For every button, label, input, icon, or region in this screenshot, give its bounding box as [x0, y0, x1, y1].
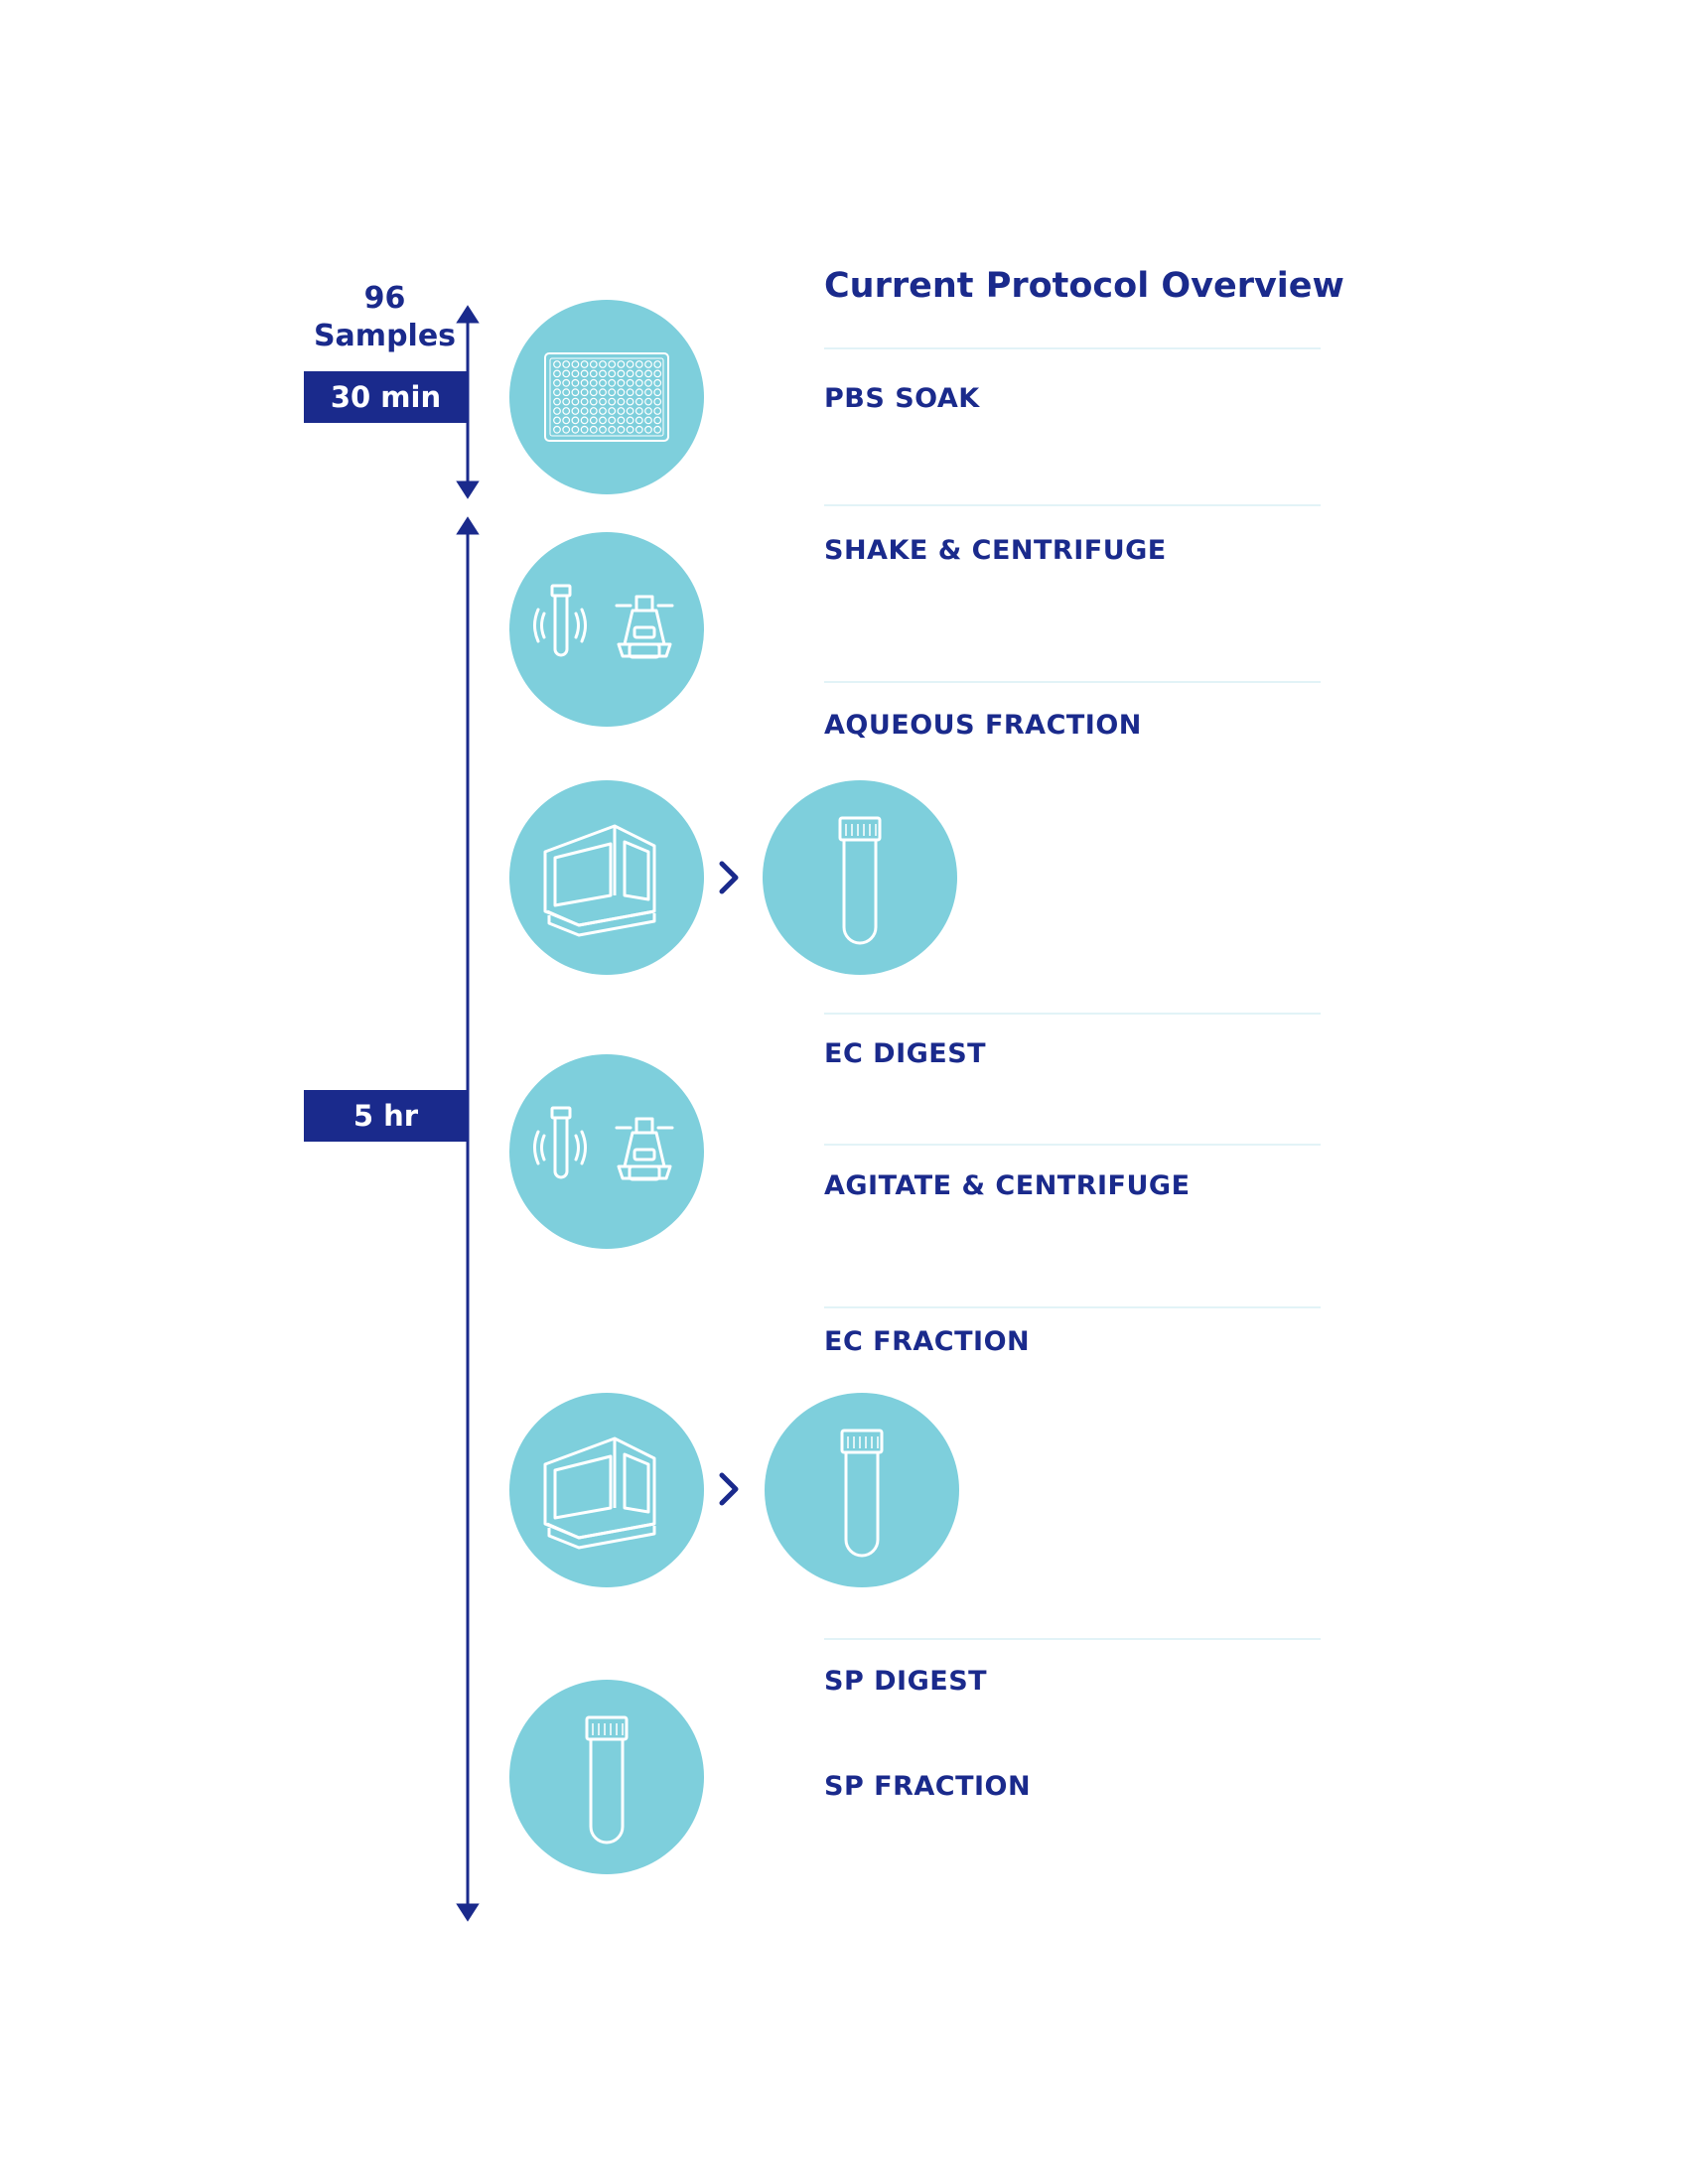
page-title: Current Protocol Overview: [824, 266, 1344, 306]
step-label-pbs-soak: PBS SOAK: [824, 383, 980, 414]
divider: [824, 347, 1321, 349]
step-label-ec-fraction: EC FRACTION: [824, 1326, 1031, 1357]
shaker-centrifuge-icon: [509, 1054, 704, 1249]
divider: [824, 504, 1321, 506]
divider: [824, 1013, 1321, 1015]
step-label-ec-digest: EC DIGEST: [824, 1038, 987, 1069]
divider: [824, 1306, 1321, 1308]
divider: [824, 1638, 1321, 1640]
divider: [824, 1144, 1321, 1146]
step-label-sp-digest: SP DIGEST: [824, 1666, 988, 1697]
tube-icon: [763, 780, 957, 975]
tube-icon: [509, 1680, 704, 1874]
instrument-icon: [509, 1393, 704, 1587]
tube-icon: [765, 1393, 959, 1587]
step-label-agitate-centrifuge: AGITATE & CENTRIFUGE: [824, 1170, 1191, 1201]
step-label-aqueous-fraction: AQUEOUS FRACTION: [824, 710, 1142, 741]
instrument-icon: [509, 780, 704, 975]
step-label-shake-centrifuge: SHAKE & CENTRIFUGE: [824, 535, 1167, 566]
divider: [824, 681, 1321, 683]
chevron-right-icon: [719, 1472, 739, 1506]
sample-count-label: 96 Samples: [298, 280, 472, 355]
duration-badge-5hr: 5 hr: [304, 1090, 468, 1142]
duration-badge-30min: 30 min: [304, 371, 468, 423]
sample-count: 96: [363, 281, 406, 316]
sample-label: Samples: [313, 319, 457, 353]
plate-icon: [509, 300, 704, 494]
chevron-right-icon: [719, 861, 739, 894]
step-label-sp-fraction: SP FRACTION: [824, 1771, 1032, 1802]
shaker-centrifuge-icon: [509, 532, 704, 727]
